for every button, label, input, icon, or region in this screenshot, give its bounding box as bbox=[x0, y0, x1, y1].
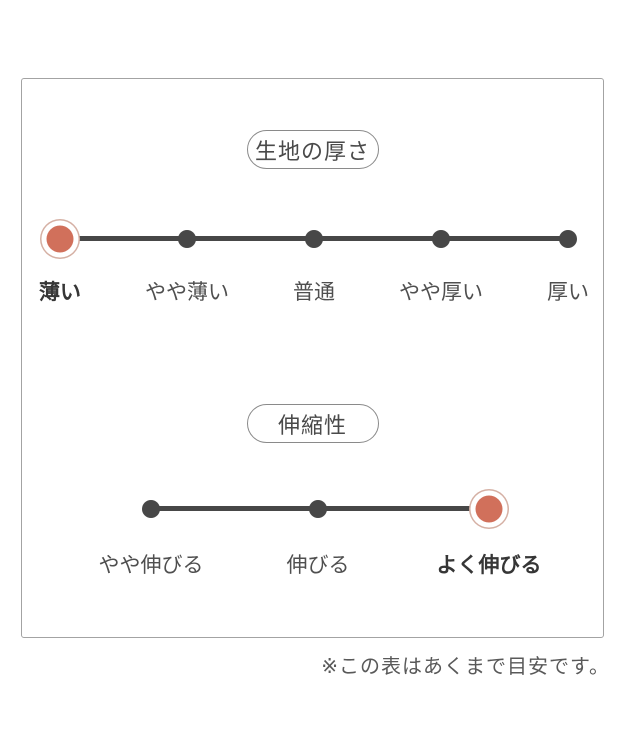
stretch-dot-yoku-nobiru-selected bbox=[475, 495, 503, 523]
stretch-dot-nobiru bbox=[309, 500, 327, 518]
stretch-label-yoku-nobiru: よく伸びる bbox=[436, 554, 542, 577]
footnote: ※この表はあくまで目安です。 bbox=[321, 656, 610, 678]
fabric-thickness-title: 生地の厚さ bbox=[254, 138, 370, 164]
thickness-label-futsuu: 普通 bbox=[293, 281, 335, 304]
thickness-label-usui: 薄い bbox=[39, 281, 81, 304]
thickness-dot-futsuu bbox=[305, 230, 323, 248]
thickness-label-yaya-atsui: やや厚い bbox=[399, 281, 483, 304]
thickness-dot-usui-selected bbox=[46, 225, 74, 253]
stretch-label-nobiru: 伸びる bbox=[286, 554, 350, 577]
thickness-dot-atsui bbox=[559, 230, 577, 248]
stretch-title: 伸縮性 bbox=[277, 412, 347, 438]
stretch-label-yaya-nobiru: やや伸びる bbox=[98, 554, 204, 577]
thickness-dot-yaya-atsui bbox=[432, 230, 450, 248]
stretch-title-pill: 伸縮性 bbox=[246, 404, 379, 443]
fabric-thickness-title-pill: 生地の厚さ bbox=[246, 130, 379, 169]
spec-panel: 生地の厚さ 薄い やや薄い 普通 やや厚い 厚い 伸縮性 やや伸びる 伸びる bbox=[21, 78, 604, 638]
thickness-label-atsui: 厚い bbox=[547, 281, 589, 304]
stretch-dot-yaya-nobiru bbox=[142, 500, 160, 518]
thickness-label-yaya-usui: やや薄い bbox=[145, 281, 229, 304]
thickness-dot-yaya-usui bbox=[178, 230, 196, 248]
